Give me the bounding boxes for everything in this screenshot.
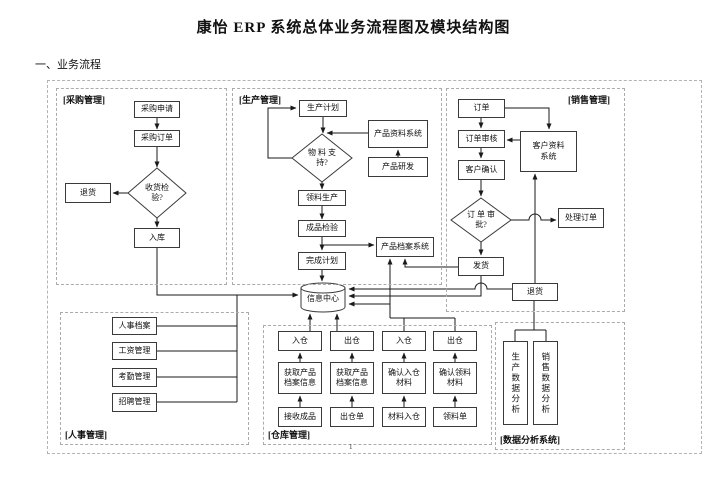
node-wh-confirm-in: 确认入仓 材料 — [382, 362, 426, 394]
edge-29 — [348, 282, 512, 292]
edge-20 — [505, 107, 552, 130]
node-product-archive-system: 产品档案系统 — [376, 237, 434, 257]
node-material-support: 物 料 支 持? — [308, 147, 336, 167]
node-wh-in-2: 入仓 — [382, 331, 426, 351]
section-label-warehouse: [仓库管理] — [268, 430, 310, 440]
shape-info-center-top — [300, 282, 346, 294]
node-sales-data-analysis: 销售数据分析 — [533, 341, 558, 425]
node-customer-confirm: 客户确认 — [458, 160, 505, 180]
node-ship: 发货 — [458, 257, 504, 276]
shape-info-center-body — [300, 288, 346, 313]
section-label-purchasing: [采购管理] — [63, 95, 105, 105]
edge-27 — [402, 258, 458, 268]
edge-13 — [267, 105, 297, 159]
node-purchase-order: 采购订单 — [134, 130, 180, 147]
node-product-data-system: 产品资料系统 — [368, 120, 428, 148]
section-label-production: [生产管理] — [239, 95, 281, 105]
section-label-sales: [销售管理] — [568, 95, 610, 105]
node-hr-recruitment: 招聘管理 — [112, 393, 157, 412]
section-production: [生产管理] — [232, 88, 442, 285]
section-sales: [销售管理] — [446, 88, 625, 312]
node-hr-attendance: 考勤管理 — [112, 368, 157, 387]
node-wh-in-1: 入仓 — [278, 331, 322, 351]
node-warehouse-in: 入库 — [134, 228, 180, 248]
section-hr: [人事管理] — [60, 312, 249, 445]
node-product-inspection: 成品检验 — [298, 220, 346, 237]
node-purchase-request: 采购申请 — [134, 101, 180, 118]
node-sales-return: 退货 — [512, 283, 558, 301]
node-complete-plan: 完成计划 — [298, 252, 346, 270]
node-product-rnd: 产品研发 — [368, 157, 428, 177]
node-wh-requisition: 领料单 — [433, 407, 477, 427]
node-material-production: 领料生产 — [298, 190, 346, 206]
edge-4 — [156, 248, 299, 298]
section-data-analysis: [数据分析系统] — [495, 322, 625, 450]
node-process-order: 处理订单 — [558, 208, 604, 228]
section-purchasing: [采购管理] — [56, 88, 227, 285]
node-order-approval: 订 单 审 批? — [467, 209, 495, 229]
node-receiving-inspection: 收货检 验? — [145, 182, 169, 202]
node-info-center: 信息中心 — [307, 294, 339, 304]
node-hr-personnel-file: 人事档案 — [112, 317, 157, 335]
node-customer-data-system: 客户资料 系统 — [520, 131, 577, 172]
node-order: 订单 — [458, 99, 505, 118]
node-purchase-return: 退货 — [65, 183, 111, 203]
node-wh-out-2: 出仓 — [433, 331, 477, 351]
node-hr-salary: 工资管理 — [112, 342, 157, 360]
section-label-data-analysis: [数据分析系统] — [500, 435, 560, 445]
page-title: 康怡 ERP 系统总体业务流程图及模块结构图 — [196, 20, 511, 36]
node-production-plan: 生产计划 — [299, 100, 347, 117]
node-wh-get-archive-1: 获取产品 档案信息 — [278, 362, 322, 394]
flowchart-outer-border — [47, 80, 702, 454]
node-wh-out-1: 出仓 — [330, 331, 374, 351]
node-wh-get-archive-2: 获取产品 档案信息 — [330, 362, 374, 394]
node-wh-receive-finished: 接收成品 — [278, 407, 322, 427]
node-wh-material-in: 材料入仓 — [382, 407, 426, 427]
node-production-data-analysis: 生产数据分析 — [503, 341, 528, 425]
page-number: 1 — [349, 443, 353, 451]
section-heading: 一、业务流程 — [35, 59, 101, 71]
section-label-hr: [人事管理] — [65, 430, 107, 440]
node-wh-outbound-order: 出仓单 — [330, 407, 374, 427]
node-wh-confirm-material: 确认领料 材料 — [433, 362, 477, 394]
node-order-review: 订单审核 — [458, 130, 505, 148]
section-warehouse: [仓库管理] — [263, 325, 492, 445]
